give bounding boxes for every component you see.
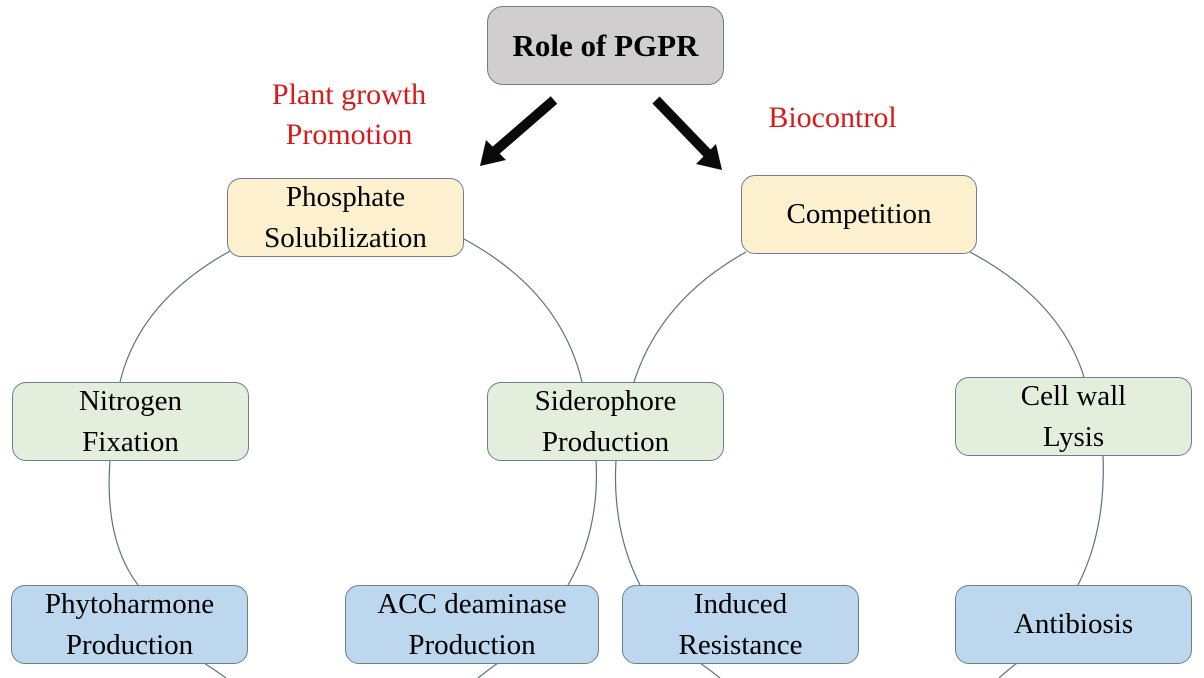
connector-nitrogen-phyto [108,459,139,586]
connector-phyto-out [203,662,227,678]
node-label: Competition [786,198,932,230]
node-label: Cell wall Lysis [1020,379,1127,453]
node-phytoharmone-production: Phytoharmone Production [11,585,248,664]
arrow-right [652,96,722,170]
connector-acc-out [477,662,499,678]
connector-phosphate-siderophore [461,237,583,383]
node-label: Siderophore Production [534,384,677,458]
connector-induced-out [699,662,721,678]
branch-label-biocontrol: Biocontrol [768,101,897,134]
root-node: Role of PGPR [487,6,724,85]
connector-competition-siderophore [633,251,747,383]
branch-label-plant-growth: Plant growth Promotion [271,78,427,151]
node-label: Antibiosis [1013,608,1134,640]
connector-antibiosis-out [998,662,1018,678]
node-competition: Competition [741,175,977,254]
connector-phosphate-nitrogen [119,249,233,383]
node-induced-resistance: Induced Resistance [622,585,859,664]
node-acc-deaminase-production: ACC deaminase Production [345,585,599,664]
node-label: Phosphate Solubilization [264,180,427,254]
node-cell-wall-lysis: Cell wall Lysis [955,377,1192,456]
node-label: Phytoharmone Production [44,587,215,661]
node-phosphate-solubilization: Phosphate Solubilization [227,178,464,257]
arrow-left [480,96,558,166]
node-siderophore-production: Siderophore Production [487,382,724,461]
node-nitrogen-fixation: Nitrogen Fixation [12,382,249,461]
node-label: Nitrogen Fixation [78,384,183,458]
node-label: Induced Resistance [678,587,803,661]
node-label: ACC deaminase Production [377,587,567,661]
connector-siderophore-induced [614,459,641,586]
connector-siderophore-acc [567,459,598,586]
root-label: Role of PGPR [512,28,699,63]
connector-cellwall-antibiosis [1077,454,1104,586]
connector-competition-cellwall [969,251,1085,378]
node-antibiosis: Antibiosis [955,585,1192,664]
